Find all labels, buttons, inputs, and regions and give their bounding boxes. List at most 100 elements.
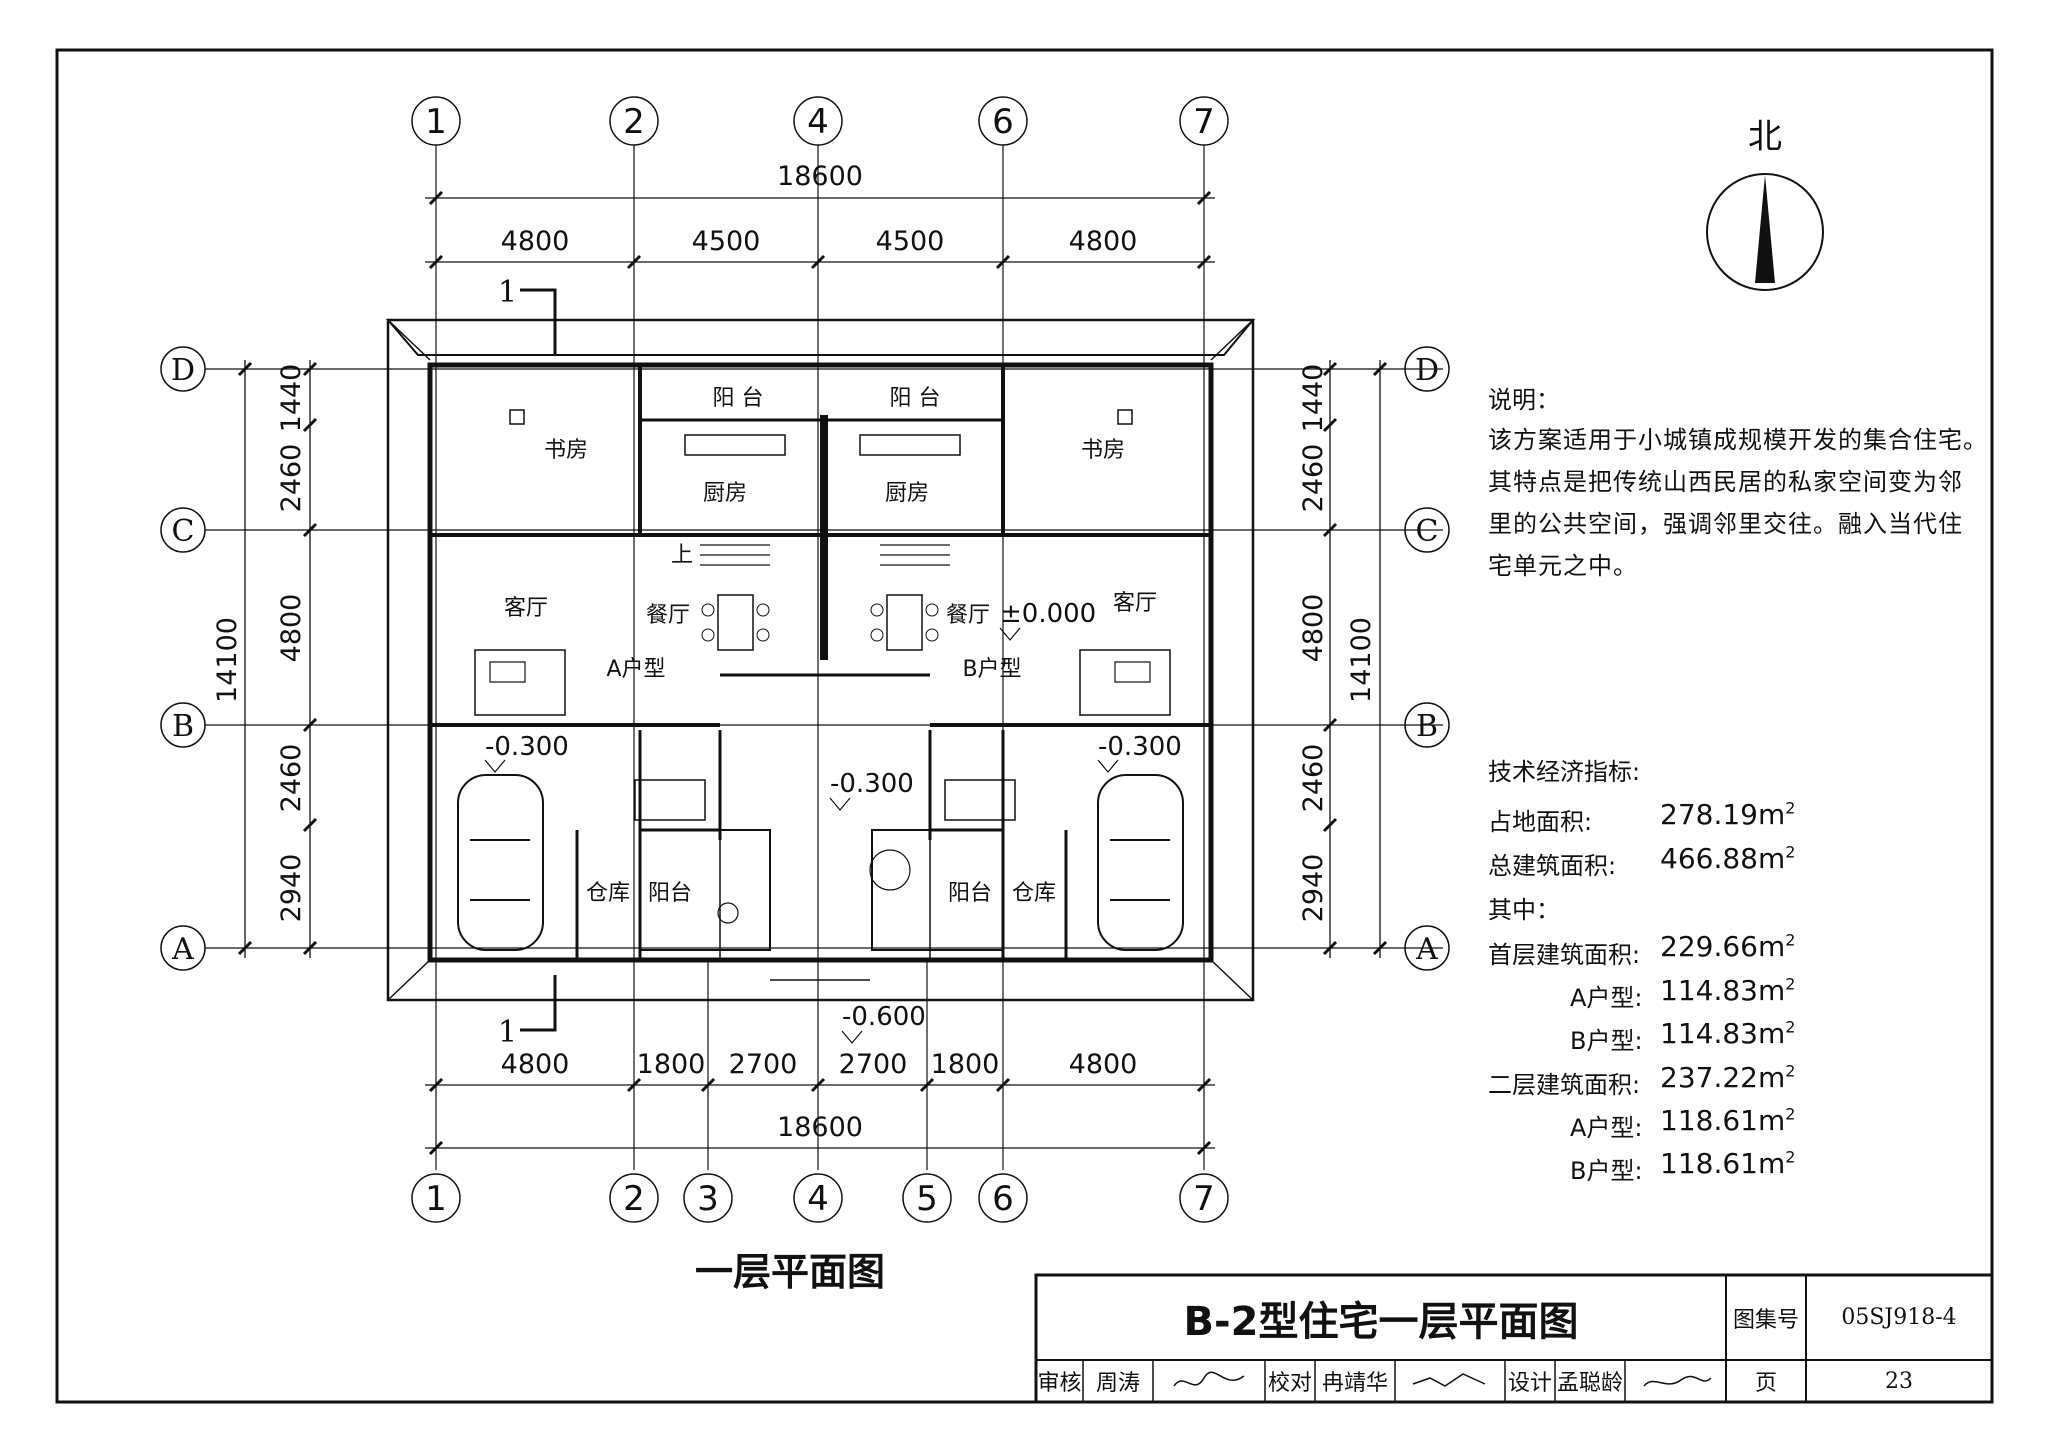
room-label-balcony-low-left: 阳台 — [648, 881, 692, 906]
dim-left-span-3: 4800 — [276, 594, 307, 663]
room-label-living-left: 客厅 — [504, 596, 548, 621]
signature-check — [1412, 1373, 1486, 1387]
north-label: 北 — [1748, 117, 1782, 157]
axis-label-bottom-7: 7 — [1193, 1179, 1215, 1219]
level-floor: ±0.000 — [1000, 599, 1096, 629]
indicator-label-total-area: 总建筑面积: — [1488, 852, 1617, 880]
indicator-value-first-floor: 229.66m2 — [1660, 930, 1796, 963]
notes-line-3: 里的公共空间，强调邻里交往。融入当代住 — [1488, 510, 1963, 538]
dim-bottom-overall: 18600 — [777, 1112, 863, 1143]
car-left — [457, 774, 544, 951]
title-block-page-label: 页 — [1754, 1371, 1777, 1396]
axis-label-bottom-3: 3 — [697, 1179, 719, 1219]
eave-outline — [386, 318, 1255, 1002]
title-block-main-title: B-2型住宅一层平面图 — [1183, 1298, 1579, 1345]
level-garage-right: -0.300 — [1098, 732, 1182, 762]
indicator-label-of-which: 其中： — [1488, 896, 1560, 924]
indicator-label-second-floor-a: A户型: — [1570, 1114, 1643, 1142]
level-garage-left: -0.300 — [485, 732, 569, 762]
room-label-balcony-low-right: 阳台 — [948, 881, 992, 906]
floor-plan — [385, 318, 1256, 1002]
axis-label-left-A: A — [171, 932, 194, 967]
room-label-storage-left: 仓库 — [586, 881, 630, 906]
room-label-dining-left: 餐厅 — [646, 603, 690, 628]
level-court: -0.300 — [830, 769, 914, 799]
notes-line-4: 宅单元之中。 — [1488, 552, 1638, 580]
axis-label-right-C: C — [1416, 514, 1439, 549]
dim-top-span-2: 4500 — [692, 226, 761, 257]
indicator-value-first-floor-b: 114.83m2 — [1660, 1017, 1796, 1050]
unit-label-b: B户型 — [962, 657, 1021, 682]
room-label-living-right: 客厅 — [1113, 591, 1157, 616]
title-block-check-signature — [1395, 1360, 1505, 1402]
dim-top-span-1: 4800 — [501, 226, 570, 257]
notes-title: 说明： — [1488, 386, 1560, 414]
indicator-label-land-area: 占地面积: — [1488, 808, 1593, 836]
section-mark-bottom-label: 1 — [498, 1015, 517, 1050]
axis-label-top-6: 6 — [992, 102, 1014, 142]
signature-design — [1642, 1375, 1712, 1387]
indicator-value-second-floor-b: 118.61m2 — [1660, 1147, 1796, 1180]
notes-line-2: 其特点是把传统山西民居的私家空间变为邻 — [1488, 468, 1963, 496]
signature-review — [1173, 1371, 1245, 1387]
indicator-value-total-area: 466.88m2 — [1660, 842, 1796, 875]
title-block-checker: 冉靖华 — [1321, 1371, 1388, 1396]
dim-right-overall: 14100 — [1346, 617, 1377, 703]
top-axis-bubbles — [411, 96, 1229, 146]
dim-bottom-span-3: 2700 — [729, 1049, 798, 1080]
dim-bottom-span-6: 4800 — [1069, 1049, 1138, 1080]
indicators-title: 技术经济指标: — [1488, 758, 1641, 786]
dim-bottom-span-2: 1800 — [637, 1049, 706, 1080]
axis-label-right-D: D — [1415, 353, 1439, 388]
axis-label-bottom-2: 2 — [623, 1179, 645, 1219]
indicator-value-first-floor-a: 114.83m2 — [1660, 974, 1796, 1007]
dim-top-overall: 18600 — [777, 161, 863, 192]
axis-label-right-B: B — [1416, 709, 1438, 744]
dim-top-span-3: 4500 — [876, 226, 945, 257]
indicator-label-first-floor: 首层建筑面积: — [1488, 941, 1641, 969]
dim-right-span-1: 1440 — [1298, 364, 1329, 433]
axis-label-left-C: C — [172, 514, 195, 549]
room-label-study-left: 书房 — [544, 438, 588, 463]
title-block-atlas-number: 05SJ918-4 — [1841, 1305, 1957, 1330]
title-block-designer: 孟聪龄 — [1556, 1371, 1623, 1396]
indicator-value-second-floor: 237.22m2 — [1660, 1061, 1796, 1094]
axis-label-top-7: 7 — [1193, 102, 1215, 142]
row-axis-bubbles — [160, 346, 1450, 971]
axis-label-top-4: 4 — [807, 102, 829, 142]
indicator-label-first-floor-a: A户型: — [1570, 984, 1643, 1012]
dim-right-span-5: 2940 — [1298, 854, 1329, 923]
axis-label-left-D: D — [171, 353, 195, 388]
drawing-title: 一层平面图 — [695, 1250, 885, 1294]
dim-left-span-2: 2460 — [276, 444, 307, 513]
bottom-axis-bubbles — [411, 1173, 1229, 1223]
outer-wall — [427, 362, 1214, 963]
unit-label-a: A户型 — [606, 657, 665, 682]
notes-line-1: 该方案适用于小城镇成规模开发的集合住宅。 — [1488, 426, 1988, 454]
title-block-reviewer: 周涛 — [1095, 1371, 1140, 1396]
axis-label-right-A: A — [1415, 932, 1438, 967]
title-block — [1034, 1273, 1994, 1404]
room-label-balcony-top-right: 阳 台 — [890, 386, 941, 411]
axis-label-bottom-4: 4 — [807, 1179, 829, 1219]
indicator-label-second-floor: 二层建筑面积: — [1488, 1071, 1641, 1099]
indicator-label-first-floor-b: B户型: — [1570, 1027, 1643, 1055]
dim-right-span-2: 2460 — [1298, 444, 1329, 513]
title-block-atlas-label: 图集号 — [1732, 1307, 1799, 1333]
indicator-value-second-floor-a: 118.61m2 — [1660, 1104, 1796, 1137]
dim-left-overall: 14100 — [212, 617, 243, 703]
dim-right-span-3: 4800 — [1298, 594, 1329, 663]
axis-label-top-1: 1 — [425, 102, 447, 142]
north-arrow: 北 — [1706, 117, 1824, 291]
axis-label-left-B: B — [172, 709, 194, 744]
dim-top-span-4: 4800 — [1069, 226, 1138, 257]
title-block-page-number: 23 — [1885, 1368, 1913, 1394]
axis-label-bottom-5: 5 — [916, 1179, 938, 1219]
room-label-storage-right: 仓库 — [1012, 881, 1056, 906]
axis-label-bottom-1: 1 — [425, 1179, 447, 1219]
dimension-ticks — [237, 190, 1388, 1156]
grid-lines — [205, 145, 1443, 1170]
dim-bottom-span-5: 1800 — [931, 1049, 1000, 1080]
dim-left-span-1: 1440 — [276, 364, 307, 433]
